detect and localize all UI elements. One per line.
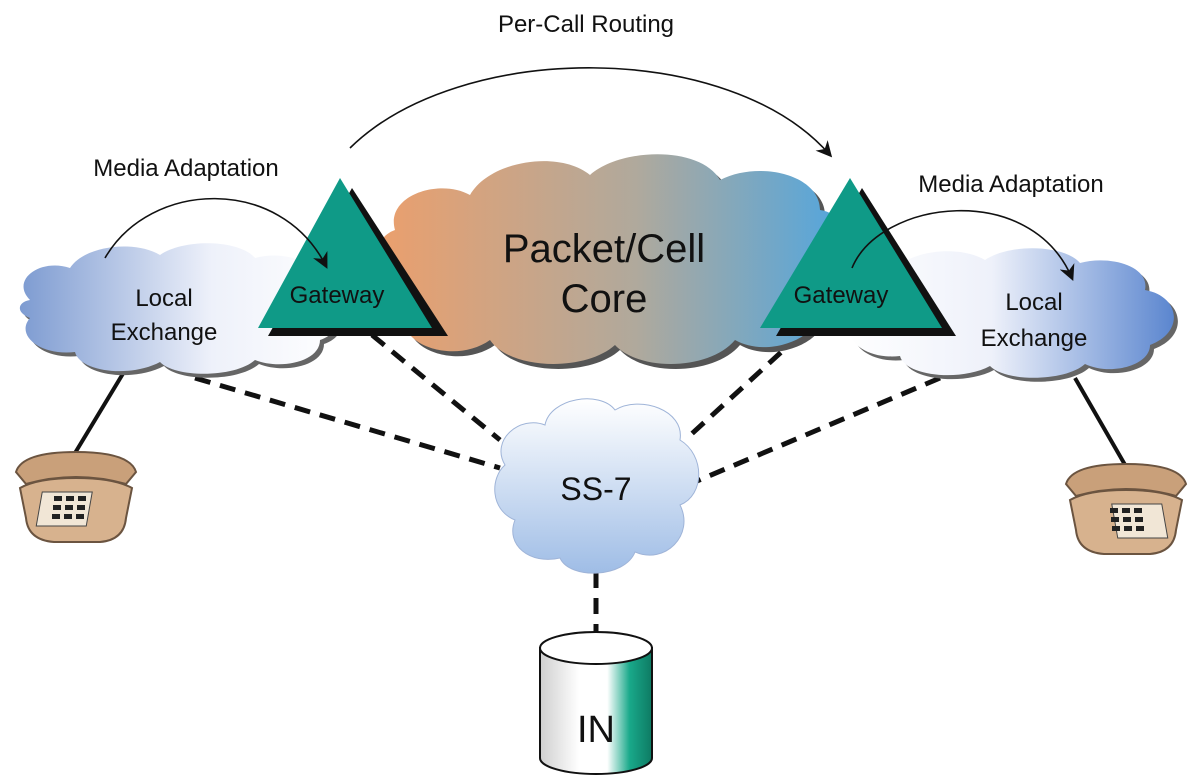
left-phone <box>14 450 138 543</box>
phone-lines <box>70 360 1130 471</box>
left-exchange-label-line2: Exchange <box>111 319 218 346</box>
left-gateway-label: Gateway <box>290 282 385 309</box>
left-media-adaptation-arrow <box>104 197 328 269</box>
right-phone-cord <box>1073 377 1130 471</box>
right-phone <box>1064 462 1188 555</box>
ss7-label: SS-7 <box>560 471 631 507</box>
left-exchange-label-line1: Local <box>135 285 192 312</box>
core-label-line2: Core <box>561 277 648 321</box>
ss7-cloud <box>494 398 700 574</box>
left-phone-cord <box>70 360 132 460</box>
routing-arrows <box>104 67 1075 281</box>
link-left-gateway-ss7 <box>370 333 502 442</box>
signalling-links <box>194 333 941 640</box>
per-call-routing-arrow <box>349 67 833 158</box>
right-exchange-label-line1: Local <box>1005 289 1062 316</box>
telephone-icon <box>1064 462 1188 555</box>
link-right-exchange-ss7 <box>689 375 941 487</box>
left-exchange-cloud <box>19 243 345 378</box>
right-media-adaptation-label: Media Adaptation <box>918 171 1103 198</box>
right-media-adaptation-arrow <box>851 209 1075 281</box>
right-exchange-cloud <box>842 248 1178 382</box>
telephone-icon <box>14 450 138 543</box>
right-exchange-label-line2: Exchange <box>981 325 1088 352</box>
link-left-exchange-ss7 <box>194 375 501 471</box>
left-media-adaptation-label: Media Adaptation <box>93 155 278 182</box>
core-label-line1: Packet/Cell <box>503 227 705 271</box>
left-gateway <box>258 178 448 336</box>
in-label: IN <box>577 709 615 751</box>
right-gateway <box>760 178 956 336</box>
core-cloud <box>373 154 855 369</box>
database-cylinder-icon <box>539 631 653 775</box>
per-call-routing-label: Per-Call Routing <box>498 11 674 38</box>
right-gateway-label: Gateway <box>794 282 889 309</box>
